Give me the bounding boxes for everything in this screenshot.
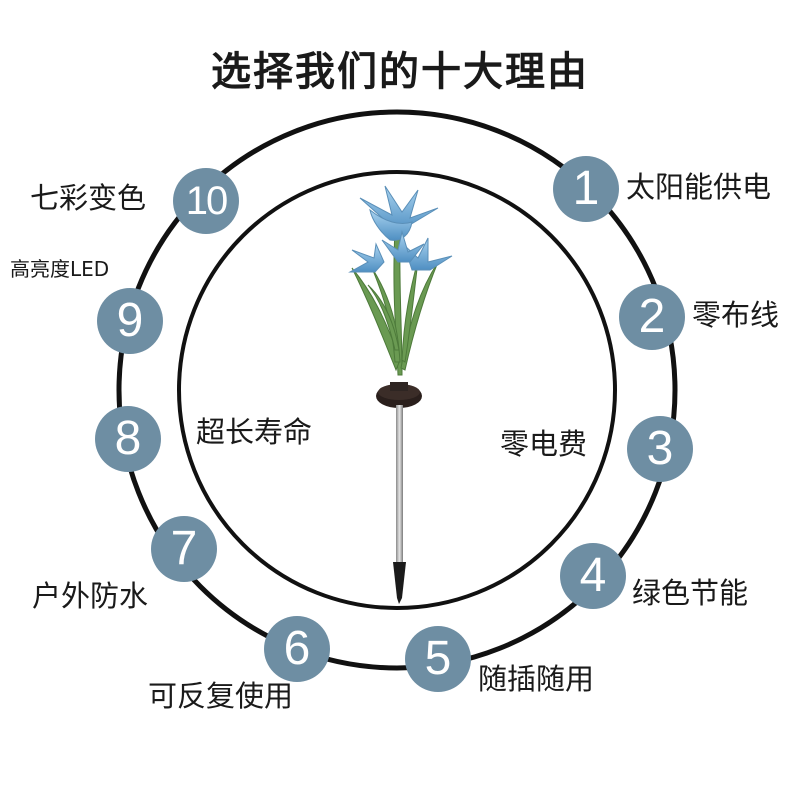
reason-label-6: 可反复使用 bbox=[148, 679, 294, 713]
reason-label-8: 超长寿命 bbox=[196, 415, 313, 449]
reason-badge-7: 7 bbox=[151, 516, 217, 582]
reason-label-9: 高亮度LED bbox=[10, 257, 110, 281]
reason-badge-10: 10 bbox=[173, 168, 239, 234]
reason-label-1: 太阳能供电 bbox=[626, 170, 772, 204]
reason-label-2: 零布线 bbox=[692, 298, 780, 332]
outer-ring bbox=[116, 109, 678, 671]
reason-label-4: 绿色节能 bbox=[632, 576, 749, 610]
reason-badge-1: 1 bbox=[553, 156, 619, 222]
reason-badge-8: 8 bbox=[95, 406, 161, 472]
reason-label-7: 户外防水 bbox=[32, 579, 149, 613]
reason-badge-6: 6 bbox=[264, 616, 330, 682]
solar-panel-head bbox=[376, 382, 422, 408]
ground-spike bbox=[393, 562, 406, 604]
reason-badge-5: 5 bbox=[405, 626, 471, 692]
reason-badge-3: 3 bbox=[627, 416, 693, 482]
stake-pole bbox=[396, 405, 403, 565]
reason-label-10: 七彩变色 bbox=[30, 181, 147, 215]
page-title: 选择我们的十大理由 bbox=[211, 49, 589, 95]
reason-label-5: 随插随用 bbox=[478, 662, 595, 696]
reason-label-3: 零电费 bbox=[500, 427, 588, 461]
reason-badge-9: 9 bbox=[97, 288, 163, 354]
inner-ring bbox=[177, 170, 617, 610]
reason-badge-4: 4 bbox=[560, 543, 626, 609]
reason-badge-2: 2 bbox=[619, 284, 685, 350]
lily-flowers bbox=[348, 185, 453, 273]
